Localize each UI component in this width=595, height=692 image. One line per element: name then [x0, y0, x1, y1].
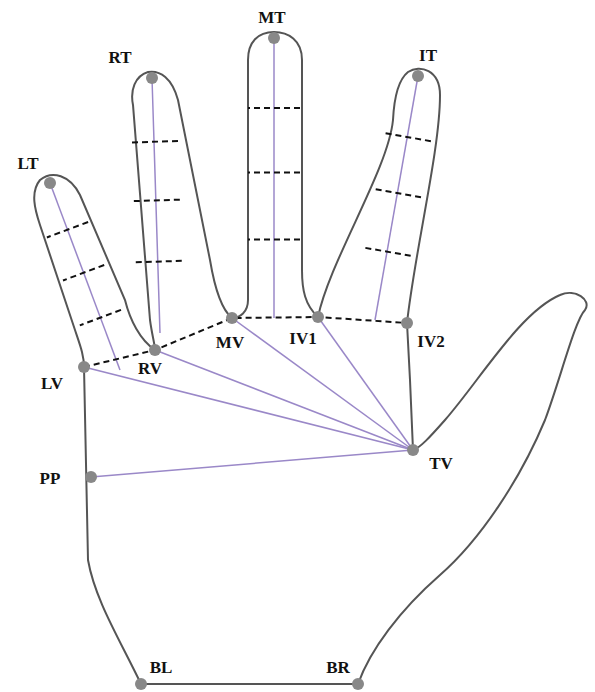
landmark-dot	[401, 317, 413, 329]
landmark-dot	[78, 361, 90, 373]
landmark-label: BR	[324, 659, 352, 676]
landmark-label: RT	[106, 49, 133, 66]
middle-axis	[273, 38, 275, 318]
finger-width-lines	[47, 108, 431, 325]
landmark-dot	[149, 344, 161, 356]
landmark-dot	[407, 444, 419, 456]
palm-ray	[155, 350, 413, 450]
ring-axis	[152, 78, 160, 333]
landmark-label: PP	[38, 470, 63, 487]
little-axis	[50, 183, 120, 370]
landmark-label: IT	[417, 47, 439, 64]
index-axis	[375, 76, 418, 320]
finger-width-line	[63, 265, 104, 280]
finger-width-line	[248, 239, 300, 241]
landmark-dot	[268, 32, 280, 44]
landmark-dot	[412, 70, 424, 82]
landmark-label: BL	[148, 659, 175, 676]
axis-lines	[50, 38, 418, 477]
finger-width-line	[134, 261, 182, 263]
landmark-dot	[44, 177, 56, 189]
landmark-dot	[146, 72, 158, 84]
landmark-label: IV1	[287, 330, 318, 347]
finger-width-line	[47, 222, 88, 237]
landmark-dot	[226, 312, 238, 324]
palm-ray	[232, 318, 413, 450]
finger-width-line	[363, 248, 410, 256]
landmark-label: RV	[136, 360, 164, 377]
landmark-dot	[135, 678, 147, 690]
landmark-label: TV	[427, 455, 455, 472]
hand-outline	[34, 32, 586, 684]
finger-width-line	[374, 189, 421, 197]
landmark-label: IV2	[415, 333, 446, 350]
landmark-label: MT	[256, 9, 287, 26]
landmark-label: LT	[15, 155, 40, 172]
palm-ray	[318, 317, 413, 450]
finger-width-line	[80, 310, 121, 325]
finger-width-line	[132, 200, 180, 202]
finger-width-line	[384, 133, 431, 141]
landmark-dots	[44, 32, 424, 690]
finger-width-line	[248, 171, 300, 173]
palm-ray	[84, 367, 413, 450]
palm-width-line	[91, 450, 413, 477]
landmark-dot	[85, 471, 97, 483]
landmark-dot	[312, 311, 324, 323]
landmark-label: LV	[39, 375, 65, 392]
finger-width-line	[248, 107, 300, 109]
finger-width-line	[130, 141, 178, 143]
finger-base-line	[84, 317, 407, 367]
landmark-label: MV	[214, 334, 246, 351]
landmark-dot	[352, 678, 364, 690]
